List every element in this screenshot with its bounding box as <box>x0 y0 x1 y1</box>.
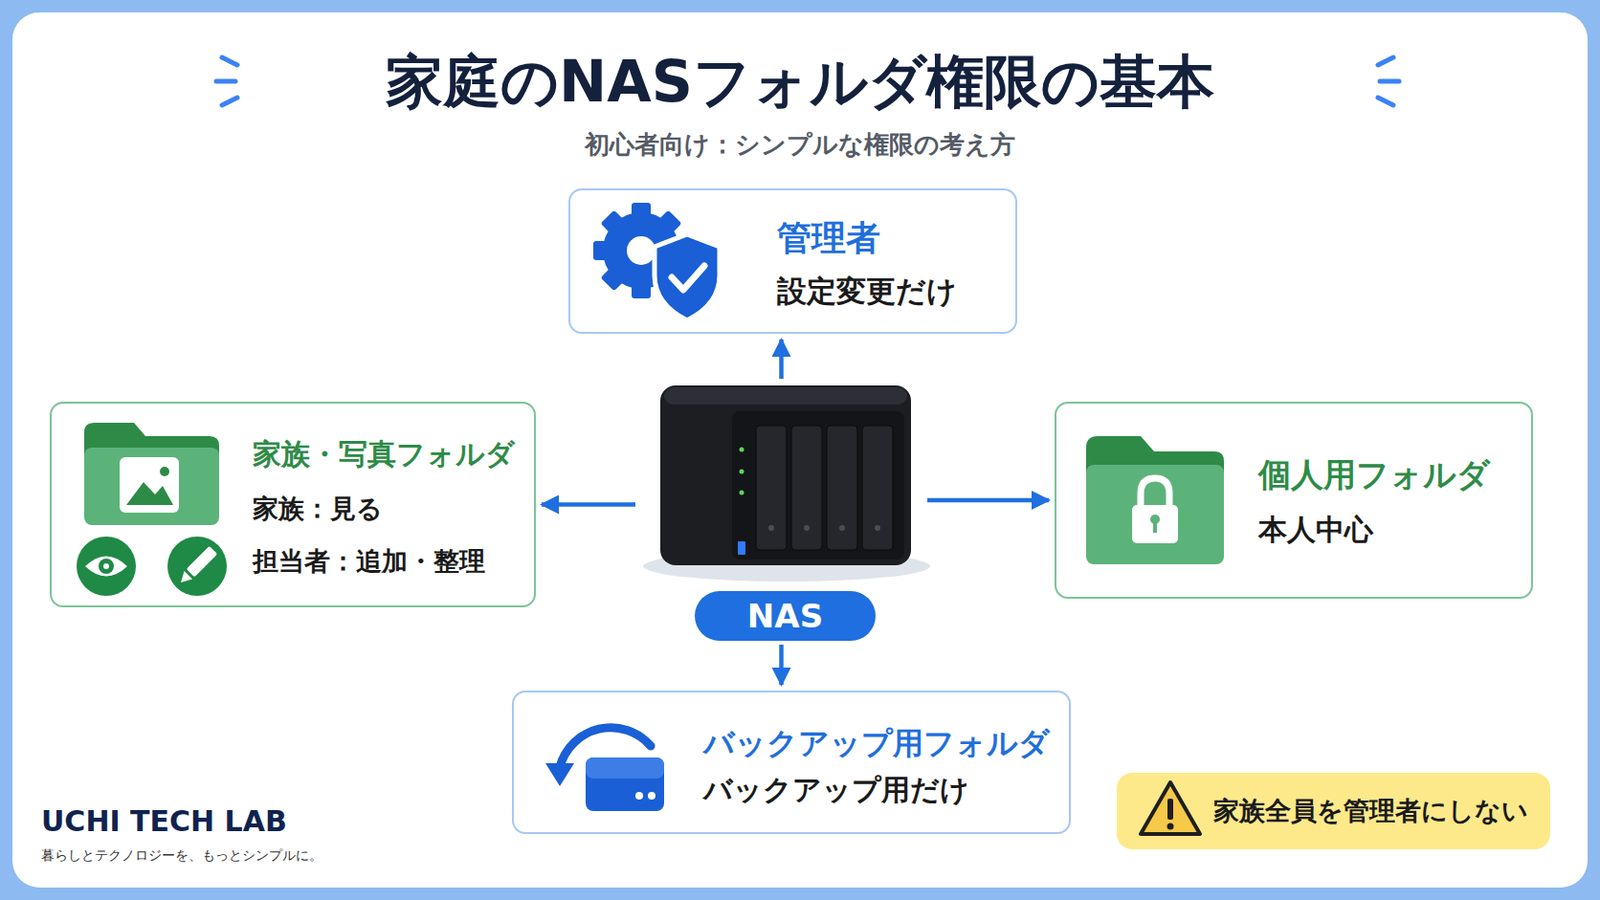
title-accent-part <box>1377 57 1394 66</box>
nas-device-part <box>826 425 858 551</box>
nas-label: NAS <box>694 591 876 642</box>
warning-icon <box>1140 782 1200 835</box>
title-accent-part <box>1379 79 1400 85</box>
backup-icon-part <box>545 763 575 787</box>
box-body: 本人中心 <box>1258 512 1374 548</box>
nas-device-part <box>874 525 881 532</box>
flow-arrow <box>778 644 784 686</box>
brand-name: UCHI TECH LAB <box>41 804 288 840</box>
warning-icon-part <box>1167 799 1174 821</box>
nas-device-part <box>791 425 823 551</box>
nas-device-part <box>839 525 845 532</box>
edit-icon-part-part <box>186 546 219 578</box>
box-heading: 個人用フォルダ <box>1258 455 1490 495</box>
nas-device-part <box>664 387 908 405</box>
page-title: 家庭のNASフォルダ権限の基本 <box>0 46 1600 116</box>
photo-folder-icon <box>84 422 220 526</box>
box-heading: 家族・写真フォルダ <box>252 437 515 472</box>
photo-folder-icon-part <box>159 466 170 477</box>
photo-folder-icon-part <box>84 447 220 526</box>
lock-folder-icon-part <box>1153 521 1157 534</box>
nas-device-part <box>803 525 810 532</box>
box-heading: バックアップ用フォルダ <box>703 725 1050 762</box>
family-folder-box: 家族・写真フォルダ家族：見る担当者：追加・整理 <box>49 401 536 608</box>
view-icon <box>76 536 136 597</box>
personal-folder-box: 個人用フォルダ本人中心 <box>1054 401 1534 600</box>
backup-icon <box>545 728 665 812</box>
gear-shield-icon <box>593 202 720 321</box>
box-body: 担当者：追加・整理 <box>252 546 486 578</box>
title-accent-part <box>222 97 238 106</box>
view-icon-part <box>76 536 136 597</box>
backup-icon-part <box>585 757 665 812</box>
nas-device <box>643 385 931 582</box>
edit-icon-part <box>167 536 227 597</box>
warning-icon-part <box>1140 782 1200 835</box>
nas-device-part <box>862 425 893 551</box>
nas-device-part <box>737 541 746 556</box>
view-icon-part <box>85 556 128 578</box>
box-body: 家族：見る <box>252 493 383 525</box>
title-accent-part <box>1377 97 1394 106</box>
lock-folder-icon-part <box>1086 465 1224 565</box>
backup-icon-part <box>647 792 656 800</box>
box-heading: 管理者 <box>777 217 881 259</box>
warning-text: 家族全員を管理者にしない <box>1213 796 1529 827</box>
title-accent-part <box>222 57 238 66</box>
edit-icon-part-part <box>177 571 193 587</box>
flow-arrow <box>927 498 1049 504</box>
edit-icon <box>167 536 227 597</box>
flow-arrow <box>541 502 636 508</box>
nas-device-part <box>660 385 912 566</box>
warning-box: 家族全員を管理者にしない <box>1116 773 1551 850</box>
brand-tagline: 暮らしとテクノロジーを、もっとシンプルに。 <box>41 847 323 865</box>
subtitle: 初心者向け：シンプルな権限の考え方 <box>0 130 1600 160</box>
box-body: バックアップ用だけ <box>703 773 970 808</box>
box-body: 設定変更だけ <box>777 273 957 310</box>
nas-device-part <box>732 411 905 560</box>
nas-node: NAS <box>639 382 924 642</box>
flow-arrow <box>778 339 784 379</box>
admin-box: 管理者設定変更だけ <box>568 188 1018 334</box>
lock-folder-icon <box>1086 436 1224 565</box>
gear-shield-icon-part <box>654 234 720 321</box>
view-icon-part <box>98 558 114 575</box>
nas-device-part <box>755 425 787 551</box>
backup-icon-part <box>585 757 665 779</box>
edit-icon-part <box>177 546 218 587</box>
backup-folder-box: バックアップ用フォルダバックアップ用だけ <box>511 690 1071 835</box>
title-accent-part <box>216 79 236 85</box>
nas-device-part <box>739 469 745 475</box>
lock-folder-icon-part <box>1140 478 1170 510</box>
nas-device-part <box>768 525 775 532</box>
photo-folder-icon-part <box>119 457 179 513</box>
nas-device-part <box>739 447 745 453</box>
gear-shield-icon-part <box>671 266 705 290</box>
warning-icon-part <box>1167 823 1175 831</box>
gear-shield-icon-part <box>626 236 656 266</box>
nas-device-part <box>739 490 745 496</box>
lock-folder-icon-part <box>1132 505 1178 544</box>
photo-folder-icon-part <box>126 482 174 506</box>
view-icon-part <box>103 563 110 570</box>
warning-fill <box>1116 773 1551 850</box>
backup-icon-part <box>635 792 644 800</box>
